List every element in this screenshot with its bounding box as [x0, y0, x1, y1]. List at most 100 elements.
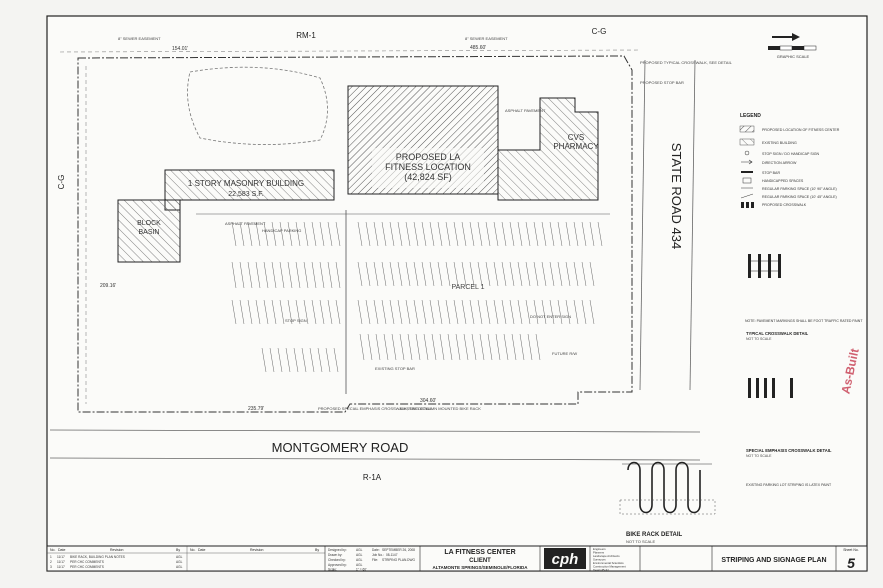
east-row-4-stall-0	[359, 333, 365, 361]
east-row-3-stall-23	[541, 299, 547, 325]
east-row-3-stall-28	[581, 299, 587, 325]
date-label: Date:	[372, 548, 380, 552]
east-row-2-stall-20	[517, 261, 523, 287]
east-row-1-stall-4	[389, 221, 395, 247]
east-row-4-stall-15	[479, 333, 485, 361]
east-row-3-stall-17	[493, 299, 499, 325]
rev-2-by: AGL	[176, 560, 183, 564]
job-val: 08-1147	[386, 553, 398, 557]
zoning-west: C-G	[57, 175, 66, 190]
east-row-3-stall-2	[373, 299, 379, 325]
west-row-3-stall-5	[271, 299, 277, 325]
east-row-4-stall-2	[375, 333, 381, 361]
east-row-3-stall-24	[549, 299, 555, 325]
east-row-2-stall-16	[485, 261, 491, 287]
east-row-4-stall-22	[535, 333, 541, 361]
west-row-2-stall-3	[255, 261, 261, 289]
graphic-scale: GRAPHIC SCALE	[768, 33, 817, 59]
scale-label: Scale:	[328, 568, 337, 572]
west-row-3-stall-8	[295, 299, 301, 325]
bike-sub: NOT TO SCALE	[626, 539, 655, 544]
dim-north-1: 154.01'	[172, 46, 188, 52]
north-easement-line	[59, 49, 641, 53]
pharmacy-label-1: CVS	[568, 133, 584, 142]
file-val: STRIPING PLAN.DWG	[382, 558, 415, 562]
west-row-2-stall-5	[271, 261, 277, 289]
legend: LEGEND PROPOSED LOCATION OF FITNESS CENT…	[739, 113, 840, 208]
west-row-3-stall-9	[303, 299, 309, 325]
rev-2-text: PER CHC COMMENTS	[70, 560, 104, 564]
east-row-2-stall-4	[389, 261, 395, 287]
east-row-2-stall-22	[533, 261, 539, 287]
east-row-3-stall-27	[573, 299, 579, 325]
west-row-4-stall-0	[261, 347, 267, 373]
dim-west-1: 209.16'	[100, 283, 116, 289]
west-row-1-stall-11	[319, 221, 325, 247]
west-row-4-stall-4	[293, 347, 299, 373]
east-row-1-stall-17	[493, 221, 499, 247]
west-row-2-stall-8	[295, 261, 301, 289]
west-row-2-stall-6	[279, 261, 285, 289]
rev-1-no: 1	[50, 555, 52, 559]
masonry-label-2: 22,583 S.F.	[228, 191, 263, 198]
east-row-1-stall-3	[381, 221, 387, 247]
east-row-1-stall-28	[581, 221, 587, 247]
east-row-3-stall-6	[405, 299, 411, 325]
east-row-1-stall-14	[469, 221, 475, 247]
east-row-3-stall-14	[469, 299, 475, 325]
west-row-3-stall-12	[327, 299, 333, 325]
bike-title: BIKE RACK DETAIL	[626, 532, 683, 538]
west-row-1-stall-3	[255, 221, 261, 247]
masonry-label-1: 1 STORY MASONRY BUILDING	[188, 179, 304, 188]
east-row-4-stall-9	[431, 333, 437, 361]
west-row-4-stall-2	[277, 347, 283, 373]
rev-hdr-revision-2: Revision	[250, 548, 263, 552]
east-row-1-stall-13	[461, 221, 467, 247]
west-row-2-stall-9	[303, 261, 309, 289]
legend-item-1: EXISTING BUILDING	[762, 141, 797, 145]
west-row-1-stall-0	[231, 221, 237, 247]
west-row-4-stall-1	[269, 347, 275, 373]
west-row-3-stall-10	[311, 299, 317, 325]
east-row-4-stall-17	[495, 333, 501, 361]
project-client: CLIENT	[469, 558, 491, 564]
east-row-4-stall-1	[367, 333, 373, 361]
east-row-3-stall-21	[525, 299, 531, 325]
road-edge-south	[49, 457, 701, 461]
legend-item-4: STOP BAR	[762, 171, 780, 175]
east-row-2-stall-12	[453, 261, 459, 287]
east-row-2-stall-26	[565, 261, 571, 287]
east-row-3-stall-29	[589, 299, 595, 325]
east-row-2-stall-14	[469, 261, 475, 287]
east-row-4-stall-4	[391, 333, 397, 361]
basin-label-1: BLOCK	[137, 220, 161, 227]
east-row-3-stall-4	[389, 299, 395, 325]
typical-crosswalk-detail: NOTE: PAVEMENT MARKINGS SHALL BE FOOT TR…	[745, 254, 863, 341]
annotations: 8" SEWER EASEMENT 8" SEWER EASEMENT PROP…	[118, 36, 733, 411]
date-val: SEPTEMBER 26, 2008	[382, 548, 415, 552]
checked-by-val: AGL	[356, 558, 363, 562]
note-future-row: FUTURE R/W	[552, 351, 577, 356]
rev-hdr-by: By	[176, 548, 180, 552]
firm-line-3: Surveyors	[593, 558, 606, 562]
legend-title: LEGEND	[740, 113, 761, 119]
note-handicap: HANDICAP PARKING	[262, 228, 301, 233]
east-row-2-stall-29	[589, 261, 595, 287]
west-row-4-stall-3	[285, 347, 291, 373]
east-row-4-stall-12	[455, 333, 461, 361]
east-row-3-stall-20	[517, 299, 523, 325]
east-row-3-stall-10	[437, 299, 443, 325]
dimensions: 154.01' 485.60' 235.79' 304.60' 209.16'	[100, 45, 486, 412]
west-row-3-stall-13	[335, 299, 341, 325]
west-row-2-stall-4	[263, 261, 269, 289]
dim-north-2: 485.60'	[470, 45, 486, 51]
west-row-4-stall-8	[325, 347, 331, 373]
rev-hdr-no-2: No.	[190, 548, 195, 552]
east-row-1-stall-19	[509, 221, 515, 247]
west-row-2-stall-0	[231, 261, 237, 289]
rev-1-date: 11/17	[57, 555, 65, 559]
east-row-1-stall-9	[429, 221, 435, 247]
east-row-2-stall-11	[445, 261, 451, 287]
approved-by-val: AGL	[356, 563, 363, 567]
scale-val: 1" = 60'	[356, 568, 367, 572]
